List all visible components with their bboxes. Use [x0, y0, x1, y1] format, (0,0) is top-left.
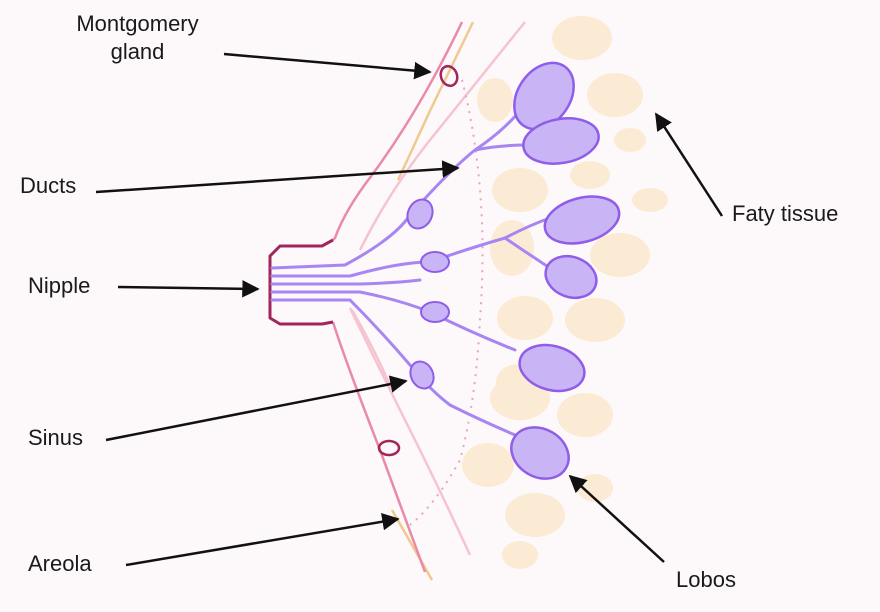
sinus: [403, 195, 437, 232]
fat-blob: [557, 393, 613, 437]
fat-blob: [587, 73, 643, 117]
fat-blob: [492, 168, 548, 212]
fat-blob: [462, 443, 514, 487]
sinus: [421, 252, 449, 272]
arrow-ducts: [96, 168, 458, 192]
fat-blob: [477, 78, 513, 122]
fat-blob: [552, 16, 612, 60]
label-montgomery-line1: Montgomery: [50, 10, 225, 38]
label-areola: Areola: [28, 550, 92, 578]
arrow-sinus: [106, 381, 406, 440]
areola-tan-line-lower: [392, 510, 432, 580]
label-ducts: Ducts: [20, 172, 76, 200]
sinus: [421, 302, 449, 322]
fat-blob: [570, 161, 610, 189]
arrow-nipple: [118, 287, 258, 289]
arrow-areola: [126, 519, 398, 565]
fat-blob: [590, 233, 650, 277]
label-nipple: Nipple: [28, 272, 90, 300]
fat-blob: [565, 298, 625, 342]
label-montgomery-line2: gland: [50, 38, 225, 66]
fat-blob: [497, 296, 553, 340]
duct: [272, 300, 515, 435]
sinus: [406, 358, 438, 393]
montgomery-gland: [438, 64, 460, 88]
fat-blob: [502, 541, 538, 569]
fat-blob: [632, 188, 668, 212]
label-fatty-tissue: Faty tissue: [732, 200, 838, 228]
label-sinus: Sinus: [28, 424, 83, 452]
label-lobos: Lobos: [676, 566, 736, 594]
montgomery-gland: [379, 441, 399, 455]
duct: [272, 280, 420, 284]
fat-blob: [505, 493, 565, 537]
arrow-montgomery: [224, 54, 430, 72]
arrow-lobos: [570, 476, 664, 562]
fat-blob: [614, 128, 646, 152]
label-montgomery-gland: Montgomery gland: [50, 10, 225, 66]
nipple-outline: [270, 240, 333, 324]
